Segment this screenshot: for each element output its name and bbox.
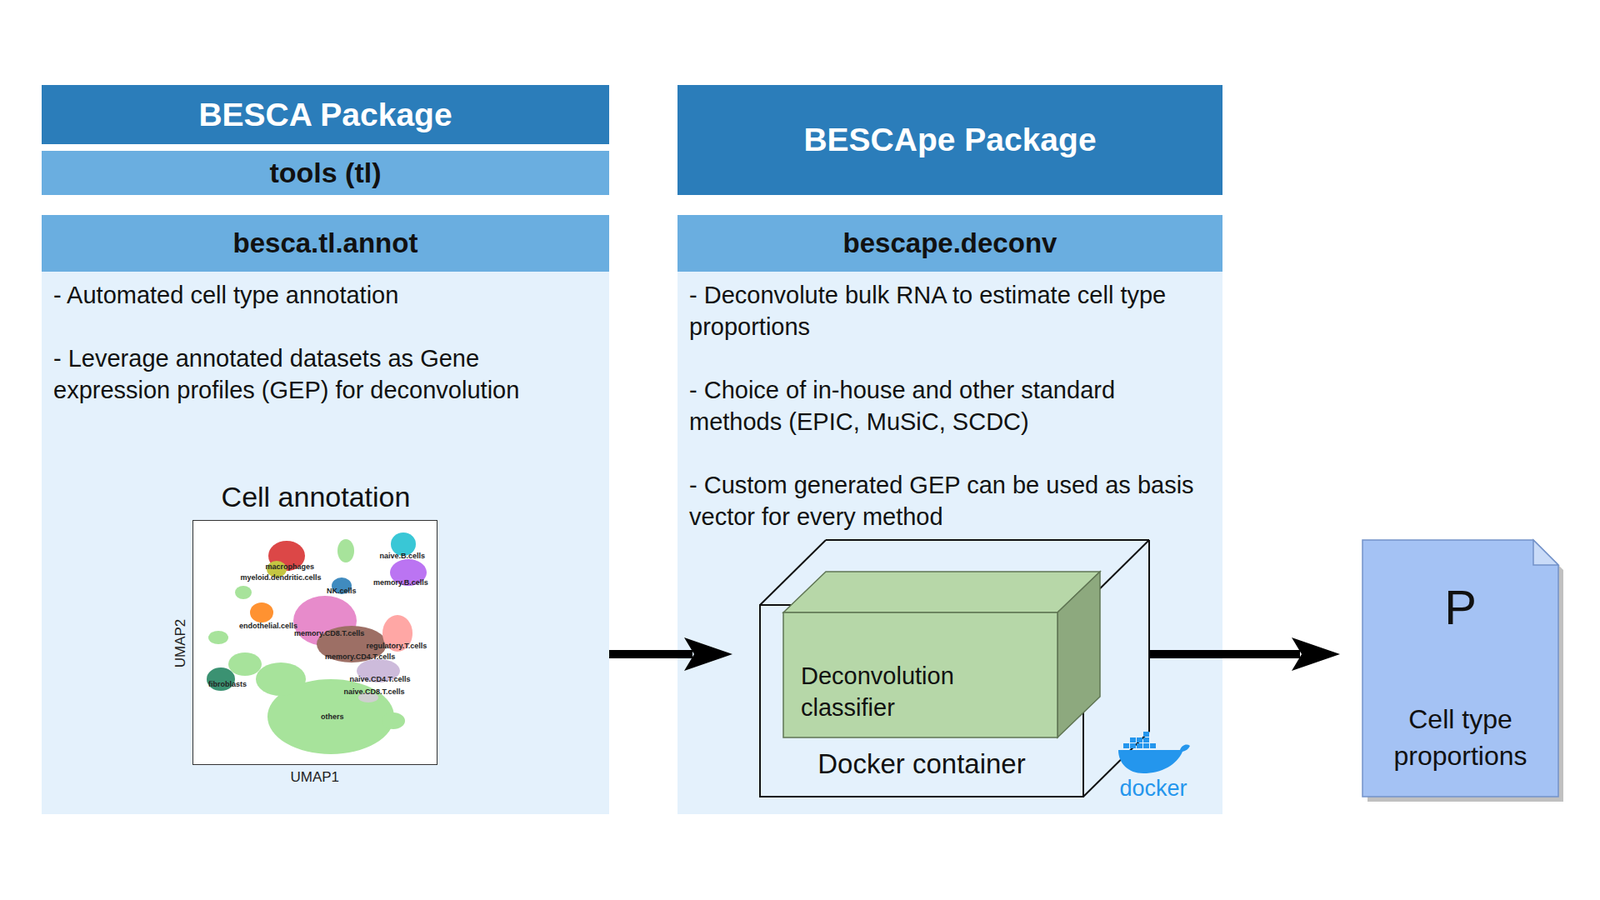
text-slot: others <box>320 707 345 723</box>
package-header: BESCA Package <box>41 85 610 145</box>
cluster-label: others <box>320 712 345 722</box>
bullet-text: - Deconvolute bulk RNA to estimate cell … <box>689 279 1198 343</box>
cluster-label: myeloid.dendritic.cells <box>240 573 322 583</box>
classifier-box: Deconvolution classifier <box>783 571 1100 738</box>
arrow-shaft <box>1149 650 1300 659</box>
text-slot: regulatory.T.cells <box>366 636 428 652</box>
arrow-head <box>1291 637 1340 671</box>
arrow-shaft <box>609 650 693 659</box>
cluster-label: fibroblasts <box>208 680 247 690</box>
logo-word: docker <box>1120 775 1188 801</box>
text-slot: memory.CD8.T.cells <box>294 624 365 640</box>
module-name: besca.tl.annot <box>41 215 610 272</box>
text-slot: UMAP1 <box>290 769 340 786</box>
text-slot: macrophages <box>265 557 315 573</box>
module-band: tools (tl) <box>41 150 610 195</box>
cluster-label: memory.CD8.T.cells <box>294 629 365 639</box>
arrow-head <box>684 637 733 671</box>
module-panel: bescape.deconv - Deconvolute bulk RNA to … <box>677 215 1223 815</box>
cluster-label: regulatory.T.cells <box>366 641 428 651</box>
doc-symbol: P <box>1444 580 1477 635</box>
text-slot: fibroblasts <box>208 675 247 690</box>
cluster-label: memory.B.cells <box>373 578 429 588</box>
text-slot: memory.B.cells <box>373 573 429 589</box>
cluster-label: endothelial.cells <box>239 621 298 631</box>
cluster-label: macrophages <box>265 562 315 572</box>
cluster-label: naive.CD8.T.cells <box>344 687 405 697</box>
axis-label: UMAP2 <box>172 619 190 669</box>
text-slot: NK.cells <box>326 581 357 597</box>
text-slot: naive.CD4.T.cells <box>350 670 411 685</box>
classifier-label: Deconvolution classifier <box>800 660 1043 724</box>
container-label: Docker container <box>817 748 1025 780</box>
text-slot: P <box>1362 578 1559 637</box>
text-slot: docker <box>1120 775 1188 801</box>
text-slot: Docker container <box>760 747 1084 781</box>
package-header: BESCApe Package <box>677 85 1223 195</box>
bullet-text: - Custom generated GEP can be used as ba… <box>689 469 1198 533</box>
text-slot: naive.B.cells <box>380 546 426 562</box>
module-panel: besca.tl.annot - Automated cell type anno… <box>41 215 610 815</box>
text-slot: Cell type proportions <box>1372 700 1549 775</box>
axis-label: UMAP1 <box>290 769 340 786</box>
cluster-label: naive.B.cells <box>380 551 426 561</box>
bullet-text: - Choice of in-house and other standard … <box>689 374 1198 438</box>
text-slot: Deconvolution classifier <box>800 660 1043 724</box>
text-slot: UMAP2 <box>156 635 206 652</box>
doc-label: Cell type proportions <box>1372 700 1549 775</box>
header-text: tools (tl) <box>269 156 381 190</box>
text-slot: naive.CD8.T.cells <box>344 682 405 698</box>
cluster-label: NK.cells <box>326 586 357 596</box>
flow-arrow <box>609 637 733 671</box>
docker-container: Docker container Deconvolution classifie… <box>760 540 1150 797</box>
umap-plot: Cell annotationnaive.B.cellsmacrophagesm… <box>192 520 438 765</box>
cluster-label: naive.CD4.T.cells <box>350 675 411 685</box>
cluster-label: memory.CD4.T.cells <box>325 652 395 662</box>
header-text: BESCApe Package <box>803 121 1096 159</box>
header-text: BESCA Package <box>198 96 452 134</box>
text-slot: Cell annotation <box>143 480 489 514</box>
bullet-text: - Leverage annotated datasets as Gene ex… <box>53 342 595 406</box>
flow-arrow <box>1149 637 1340 671</box>
plot-title: Cell annotation <box>221 480 411 513</box>
output-document: P Cell type proportions <box>1362 540 1559 797</box>
text-slot: endothelial.cells <box>239 616 298 632</box>
bullet-text: - Automated cell type annotation <box>53 279 595 311</box>
module-name: bescape.deconv <box>677 215 1223 272</box>
